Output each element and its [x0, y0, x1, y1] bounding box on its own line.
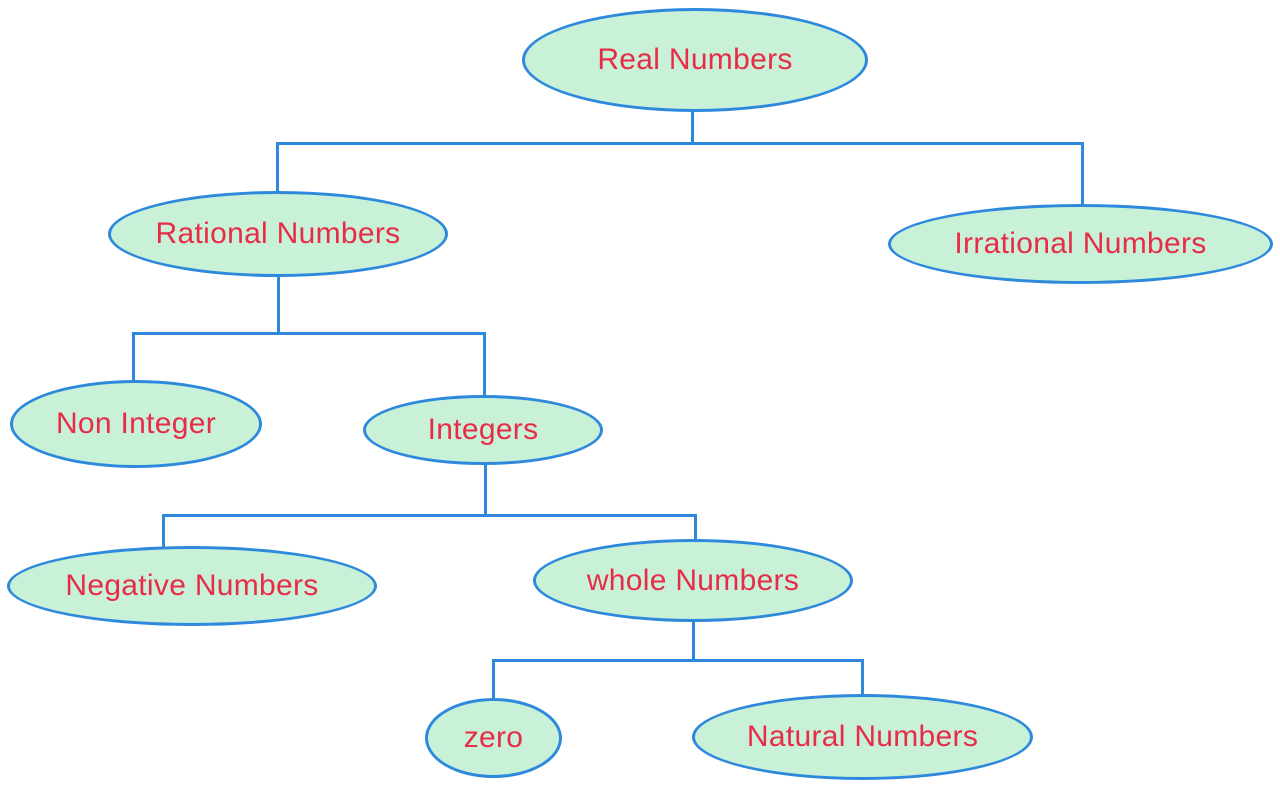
edge-integers-negative-drop — [162, 514, 165, 550]
node-rational-numbers-label: Rational Numbers — [155, 217, 401, 250]
node-negative-numbers-label: Negative Numbers — [65, 569, 319, 602]
node-integers-label: Integers — [427, 413, 539, 446]
node-non-integer: Non Integer — [10, 380, 262, 468]
edge-whole-zero-drop — [492, 659, 495, 702]
edge-integers-branch — [162, 514, 697, 517]
edge-integers-whole-drop — [694, 514, 697, 543]
edge-real-branch — [277, 142, 1083, 145]
node-zero: zero — [425, 698, 562, 778]
node-whole-numbers-label: whole Numbers — [586, 563, 800, 597]
node-rational-numbers: Rational Numbers — [108, 191, 448, 277]
edge-rational-noninteger-drop — [132, 332, 135, 384]
edge-real-irrational-drop — [1081, 142, 1084, 208]
edge-integers-trunk — [484, 463, 487, 517]
node-whole-numbers: whole Numbers — [533, 539, 853, 622]
edge-real-rational-drop — [276, 142, 279, 195]
edge-rational-trunk — [277, 275, 280, 335]
node-natural-numbers: Natural Numbers — [692, 694, 1033, 780]
node-irrational-numbers: Irrational Numbers — [888, 204, 1273, 284]
edge-rational-integers-drop — [483, 332, 486, 399]
node-non-integer-label: Non Integer — [55, 407, 217, 440]
node-real-numbers-label: Real Numbers — [597, 43, 793, 76]
edge-whole-natural-drop — [861, 659, 864, 699]
node-integers: Integers — [363, 395, 603, 465]
node-zero-label: zero — [463, 721, 524, 754]
node-negative-numbers: Negative Numbers — [7, 546, 377, 626]
edge-whole-trunk — [692, 620, 695, 662]
node-irrational-numbers-label: Irrational Numbers — [954, 227, 1207, 260]
node-real-numbers: Real Numbers — [522, 8, 868, 112]
node-natural-numbers-label: Natural Numbers — [746, 720, 979, 753]
edge-whole-branch — [492, 659, 864, 662]
edge-rational-branch — [132, 332, 486, 335]
edge-real-trunk — [691, 110, 694, 145]
